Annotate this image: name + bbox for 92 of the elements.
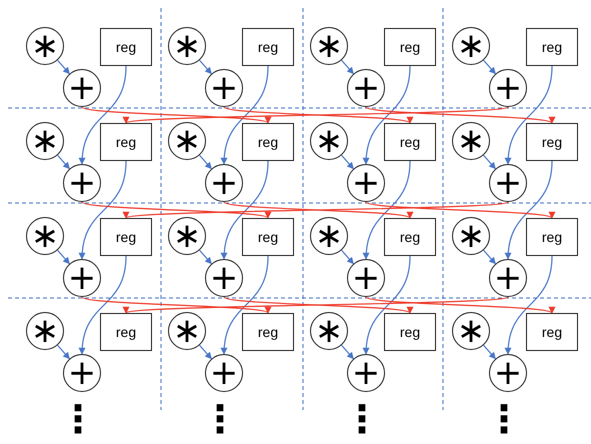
arrow bbox=[82, 106, 269, 124]
arrow bbox=[199, 60, 212, 74]
register-box: reg bbox=[384, 313, 436, 351]
arrow bbox=[82, 201, 269, 219]
arrow bbox=[78, 160, 127, 260]
operator-circle: ∗ bbox=[168, 122, 206, 160]
arrow bbox=[224, 106, 411, 124]
operator-circle: + bbox=[347, 259, 385, 297]
arrow bbox=[341, 250, 354, 264]
operator-circle: ∗ bbox=[310, 27, 348, 65]
operator-circle: ∗ bbox=[452, 122, 490, 160]
ellipsis: ⋮ bbox=[343, 400, 381, 438]
operator-circle: ∗ bbox=[26, 312, 64, 350]
arrow bbox=[220, 160, 269, 260]
operator-circle: + bbox=[205, 354, 243, 392]
register-box: reg bbox=[100, 218, 152, 256]
arrow bbox=[366, 296, 553, 314]
operator-circle: + bbox=[205, 69, 243, 107]
operator-circle: ∗ bbox=[26, 217, 64, 255]
operator-circle: + bbox=[63, 69, 101, 107]
register-box: reg bbox=[242, 218, 294, 256]
arrow bbox=[366, 201, 553, 219]
arrow bbox=[220, 66, 269, 165]
operator-circle: + bbox=[63, 259, 101, 297]
arrow bbox=[224, 296, 411, 314]
arrow bbox=[57, 250, 70, 264]
arrow bbox=[504, 160, 553, 260]
arrow bbox=[57, 344, 70, 360]
arrow bbox=[82, 296, 269, 314]
register-box: reg bbox=[526, 313, 578, 351]
operator-circle: ∗ bbox=[452, 312, 490, 350]
arrow bbox=[483, 154, 496, 170]
register-box: reg bbox=[100, 313, 152, 351]
arrow bbox=[199, 344, 212, 360]
arrow bbox=[78, 66, 127, 165]
operator-circle: + bbox=[347, 354, 385, 392]
operator-circle: + bbox=[347, 69, 385, 107]
ellipsis: ⋮ bbox=[201, 400, 239, 438]
operator-circle: + bbox=[63, 354, 101, 392]
register-box: reg bbox=[242, 28, 294, 66]
arrow bbox=[341, 344, 354, 360]
arrow bbox=[220, 256, 269, 355]
register-box: reg bbox=[384, 123, 436, 161]
ellipsis: ⋮ bbox=[485, 400, 523, 438]
register-box: reg bbox=[100, 123, 152, 161]
operator-circle: + bbox=[489, 69, 527, 107]
arrow bbox=[125, 106, 508, 125]
arrow bbox=[366, 106, 553, 124]
arrow bbox=[57, 154, 70, 170]
arrow bbox=[125, 201, 508, 220]
ellipsis: ⋮ bbox=[59, 400, 97, 438]
register-box: reg bbox=[242, 313, 294, 351]
operator-circle: + bbox=[347, 164, 385, 202]
operator-circle: ∗ bbox=[310, 122, 348, 160]
operator-circle: ∗ bbox=[168, 27, 206, 65]
arrow bbox=[483, 344, 496, 360]
arrow bbox=[341, 154, 354, 170]
operator-circle: ∗ bbox=[310, 217, 348, 255]
register-box: reg bbox=[384, 218, 436, 256]
arrow bbox=[125, 296, 508, 315]
register-box: reg bbox=[242, 123, 294, 161]
arrow bbox=[483, 250, 496, 264]
operator-circle: + bbox=[63, 164, 101, 202]
operator-circle: ∗ bbox=[452, 217, 490, 255]
register-box: reg bbox=[100, 28, 152, 66]
operator-circle: ∗ bbox=[452, 27, 490, 65]
operator-circle: + bbox=[205, 259, 243, 297]
operator-circle: ∗ bbox=[168, 312, 206, 350]
arrow bbox=[78, 256, 127, 355]
operator-circle: ∗ bbox=[26, 27, 64, 65]
operator-circle: + bbox=[489, 354, 527, 392]
operator-circle: + bbox=[489, 259, 527, 297]
arrow bbox=[362, 66, 411, 165]
register-box: reg bbox=[526, 218, 578, 256]
arrow bbox=[362, 256, 411, 355]
register-box: reg bbox=[526, 123, 578, 161]
arrow bbox=[199, 250, 212, 264]
operator-circle: ∗ bbox=[168, 217, 206, 255]
arrow bbox=[224, 201, 411, 219]
arrow bbox=[504, 66, 553, 165]
operator-circle: + bbox=[205, 164, 243, 202]
arrow bbox=[57, 60, 70, 74]
arrow bbox=[199, 154, 212, 170]
arrow bbox=[341, 60, 354, 74]
arrow bbox=[483, 60, 496, 74]
arrow bbox=[362, 160, 411, 260]
operator-circle: + bbox=[489, 164, 527, 202]
arrow bbox=[504, 256, 553, 355]
operator-circle: ∗ bbox=[310, 312, 348, 350]
register-box: reg bbox=[384, 28, 436, 66]
register-box: reg bbox=[526, 28, 578, 66]
operator-circle: ∗ bbox=[26, 122, 64, 160]
